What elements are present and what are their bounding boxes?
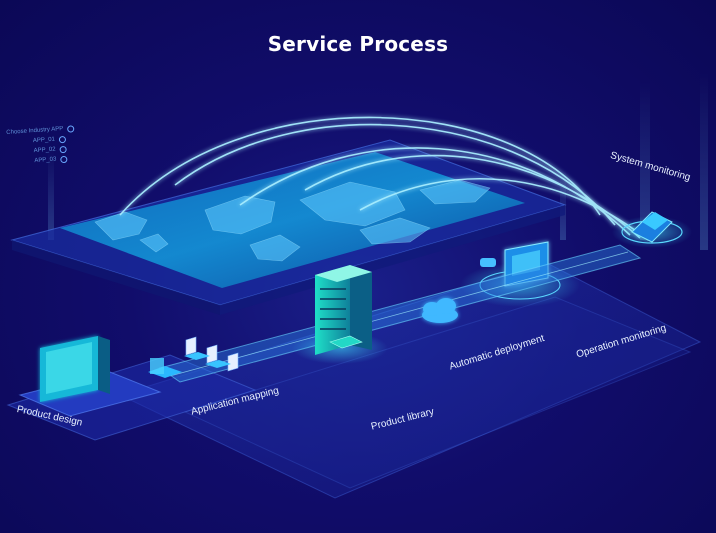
connection-arcs [119,116,649,241]
mapping-devices [148,336,239,378]
target-icon [67,124,75,133]
conveyor-path [158,244,642,383]
target-icon [59,145,67,153]
deployment-pedestal [460,241,580,307]
industry-app-panel: Choose Industry APP APP_01 APP_02 APP_03 [6,123,77,168]
server-tower [292,265,388,364]
target-icon [60,155,68,163]
app-item-label: APP_03 [34,156,57,165]
cloud-node [422,298,458,323]
target-icon [58,135,67,143]
world-map-platform [10,139,567,315]
product-design-station [18,336,162,417]
page-title: Service Process [267,32,449,56]
system-monitoring-device [612,211,692,248]
